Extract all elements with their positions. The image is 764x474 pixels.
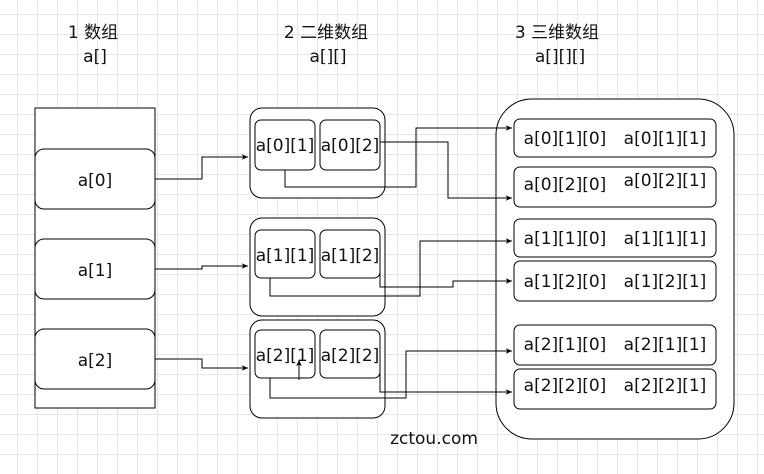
- array-3d-row-2: a[1][1][0] a[1][1][1]: [513, 218, 717, 258]
- array-2d-cell: [319, 329, 381, 379]
- array-3d-cell-label: a[2][2][1]: [624, 376, 707, 396]
- col1-subtitle: a[]: [83, 47, 107, 67]
- watermark-text: zctou.com: [390, 429, 478, 449]
- array-3d-cell-label: a[0][2][1]: [624, 171, 707, 191]
- array-3d-cell-label: a[2][1][0]: [524, 335, 607, 355]
- array-3d-cell-label: a[0][1][1]: [624, 129, 707, 149]
- array-2d-cell-label: a[1][1]: [256, 246, 315, 266]
- connector-a0-to-2d: [155, 154, 248, 180]
- array-2d-group-2: a[2][1] a[2][2]: [249, 319, 386, 419]
- array-3d-cell-label: a[0][2][0]: [524, 175, 607, 195]
- connector-a2-to-2d: [155, 358, 248, 371]
- array-1d-cell-label: a[0]: [78, 171, 113, 191]
- array-2d-cell-label: a[1][2]: [321, 246, 380, 266]
- array-2d-cell: [319, 229, 381, 279]
- array-3d-cell-label: a[1][1][0]: [524, 229, 607, 249]
- connector-a12-to-3d: [379, 262, 512, 288]
- array-3d-row-1: a[0][2][0] a[0][2][1]: [513, 166, 717, 208]
- col2-title: 2 二维数组: [284, 23, 368, 43]
- connector-a1-to-2d: [155, 263, 248, 270]
- array-3d-cell-label: a[2][1][1]: [624, 335, 707, 355]
- array-2d-cell: [319, 119, 381, 171]
- array-3d-row-5: a[2][2][0] a[2][2][1]: [513, 368, 717, 410]
- connector-a22b-to-3d: [379, 360, 512, 395]
- array-2d-group-1: a[1][1] a[1][2]: [249, 217, 386, 317]
- col2-subtitle: a[][]: [310, 47, 347, 67]
- array-3d-row-3: a[1][2][0] a[1][2][1]: [513, 260, 717, 302]
- array-2d-group-0: a[0][1] a[0][2]: [249, 107, 386, 199]
- col3-title: 3 三维数组: [515, 23, 599, 43]
- array-3d-cell-label: a[1][1][1]: [624, 229, 707, 249]
- array-2d-cell: [254, 229, 316, 279]
- col1-title: 1 数组: [68, 23, 118, 43]
- array-1d-cell-label: a[1]: [78, 261, 113, 281]
- array-3d-row-4: a[2][1][0] a[2][1][1]: [513, 324, 717, 366]
- col3-subtitle: a[][][]: [535, 47, 585, 67]
- connector-a11-to-3d: [269, 238, 512, 297]
- connector-a02-to-3d: [380, 141, 512, 201]
- array-1d-cell-1: a[1]: [34, 238, 156, 300]
- array-3d-cell-label: a[2][2][0]: [524, 376, 607, 396]
- array-3d-row-0: a[0][1][0] a[0][1][1]: [513, 118, 717, 158]
- array-3d-cell-label: a[1][2][1]: [624, 272, 707, 292]
- array-1d-cell-2: a[2]: [34, 328, 156, 390]
- array-2d-cell-label: a[2][2]: [321, 346, 380, 366]
- array-2d-cell-label: a[2][1]: [256, 346, 315, 366]
- array-3d-cell-label: a[0][1][0]: [524, 129, 607, 149]
- connector-a22-to-3d: [269, 348, 512, 399]
- array-1d-cell-0: a[0]: [34, 148, 156, 210]
- connector-a21-to-3d: [298, 360, 299, 380]
- array-3d-cell-label: a[1][2][0]: [524, 272, 607, 292]
- array-2d-cell-label: a[0][2]: [321, 136, 380, 156]
- array-2d-cell-label: a[0][1]: [256, 136, 315, 156]
- array-1d-cell-label: a[2]: [78, 351, 113, 371]
- connector-a01-to-3d: [284, 125, 512, 188]
